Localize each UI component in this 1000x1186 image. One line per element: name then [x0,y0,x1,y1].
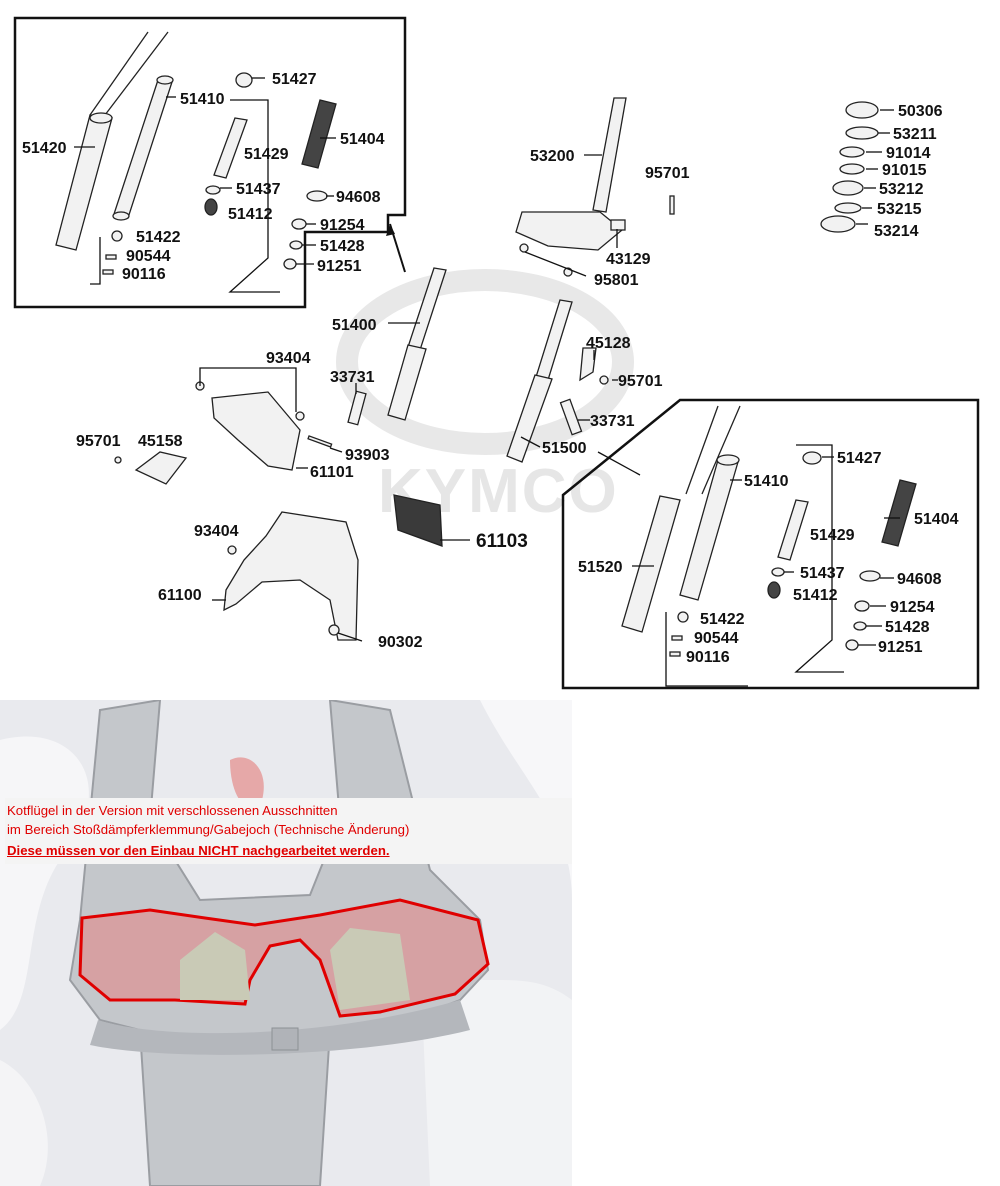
part-51437: 51437 [236,181,281,198]
part-91254: 91254 [320,217,365,234]
part-95701-top: 95701 [645,165,690,182]
part-51412-r: 51412 [793,587,838,604]
fender-photo: Kotflügel in der Version mit verschlosse… [0,700,572,1186]
part-53214: 53214 [874,223,919,240]
part-50306: 50306 [898,103,943,120]
part-53200: 53200 [530,148,575,165]
exploded-parts-diagram: KYMCO 514 [13,16,980,690]
part-51412: 51412 [228,206,273,223]
part-51420: 51420 [22,140,67,157]
leader-lines-center [524,109,894,277]
note-line-1: Kotflügel in der Version mit verschlosse… [7,803,338,818]
part-51428-r: 51428 [885,619,930,636]
part-90544: 90544 [126,248,171,265]
fork-tube-right-assembly [621,405,917,657]
part-53212: 53212 [879,181,924,198]
fork-tube-left-assembly [55,31,337,275]
part-43129: 43129 [606,251,651,268]
part-51404-r: 51404 [914,511,959,528]
front-fender-drawing [223,511,359,641]
fork-cover-parts [114,381,443,547]
leader-lines-left [74,77,336,293]
part-95701-left: 95701 [76,433,121,450]
part-51429-r: 51429 [810,527,855,544]
part-93404-bottom: 93404 [194,523,239,540]
part-51410-r: 51410 [744,473,789,490]
part-90544-r: 90544 [694,630,739,647]
part-93903: 93903 [345,447,390,464]
part-90116: 90116 [122,266,166,283]
part-95801: 95801 [594,272,639,289]
part-95701-right: 95701 [618,373,663,390]
leader-lines-right [632,444,900,687]
part-94608: 94608 [336,189,381,206]
part-91015: 91015 [882,162,927,179]
part-90116-r: 90116 [686,649,730,666]
part-51404: 51404 [340,131,385,148]
part-51422-r: 51422 [700,611,745,628]
part-94608-r: 94608 [897,571,942,588]
part-33731-right: 33731 [590,413,635,430]
part-51428: 51428 [320,238,365,255]
technical-change-note: Kotflügel in der Version mit verschlosse… [5,798,572,864]
part-61101: 61101 [310,464,354,481]
leader-lines-cover [199,367,470,541]
part-51437-r: 51437 [800,565,845,582]
kymco-watermark-logo: KYMCO [336,269,634,526]
part-53215: 53215 [877,201,922,218]
front-fork-center [347,267,609,463]
part-45158: 45158 [138,433,183,450]
part-51422: 51422 [136,229,181,246]
part-91014: 91014 [886,145,931,162]
part-51400: 51400 [332,317,377,334]
leader-lines-fender [212,599,363,642]
inset-box-right [561,398,980,690]
part-45128: 45128 [586,335,631,352]
part-91251: 91251 [317,258,362,275]
part-93404-top: 93404 [266,350,311,367]
leader-lines-center-forks [355,322,641,476]
part-91251-r: 91251 [878,639,923,656]
part-91254-r: 91254 [890,599,935,616]
bearing-stack [820,101,879,233]
steering-stem-assembly [515,97,675,277]
note-line-2: im Bereich Stoßdämpferklemmung/Gabejoch … [7,822,410,837]
note-line-3: Diese müssen vor den Einbau NICHT nachge… [7,843,390,858]
part-51429: 51429 [244,146,289,163]
part-61100: 61100 [158,587,202,604]
part-51410: 51410 [180,91,225,108]
part-90302: 90302 [378,634,423,651]
part-53211: 53211 [893,126,937,143]
part-33731-left: 33731 [330,369,375,386]
part-61103: 61103 [476,531,528,552]
part-51520: 51520 [578,559,623,576]
part-51427-r: 51427 [837,450,882,467]
part-51500: 51500 [542,440,587,457]
part-51427: 51427 [272,71,317,88]
